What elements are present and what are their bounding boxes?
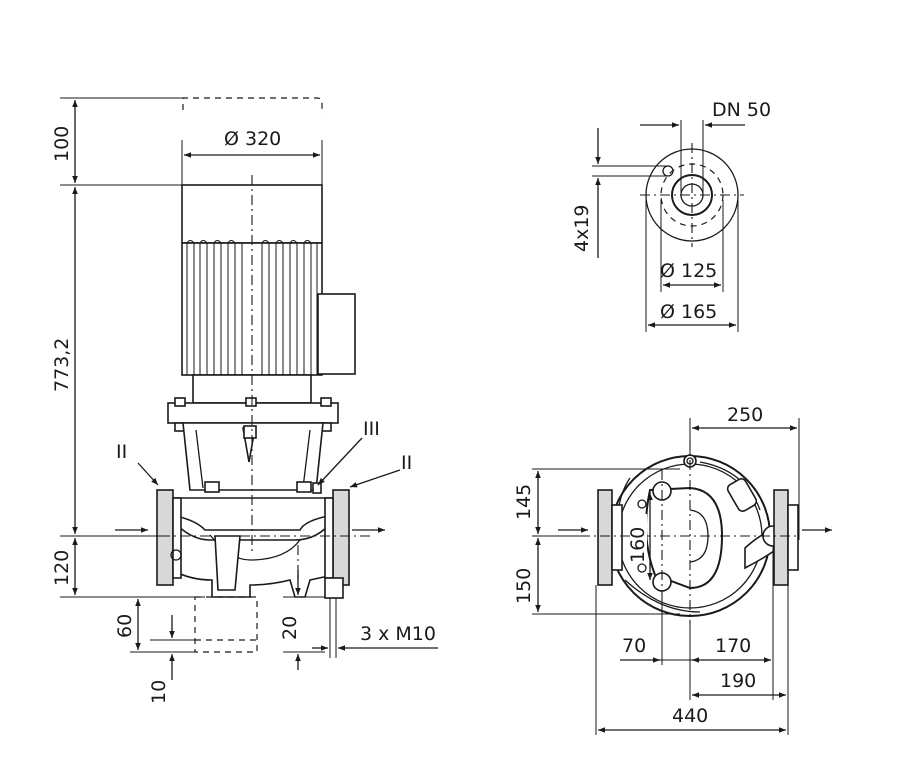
dim-center-offset: 250 — [727, 404, 763, 426]
motor-fins — [186, 240, 318, 375]
dim-left: 70 — [622, 635, 646, 657]
outlet-flange — [332, 489, 350, 586]
dim-flange-diameter: Ø 165 — [660, 301, 717, 323]
plan-outlet-flange — [773, 489, 789, 586]
dim-motor-diameter: Ø 320 — [224, 128, 281, 150]
label-nominal: DN 50 — [712, 99, 771, 121]
dim-foot-height: 60 — [114, 614, 136, 638]
front-view: II III II Ø 320 100 773,2 120 60 10 20 — [51, 97, 438, 704]
dim-center-to-base: 120 — [51, 550, 73, 586]
dim-overall-height: 773,2 — [51, 338, 73, 392]
dim-bolt-circle: Ø 125 — [660, 260, 717, 282]
dim-lower: 150 — [513, 568, 535, 604]
motor-cap — [181, 184, 323, 244]
bolt-circle — [660, 163, 724, 227]
dim-right-b: 190 — [720, 670, 756, 692]
dim-right-a: 170 — [715, 635, 751, 657]
dim-overall-length: 440 — [672, 705, 708, 727]
plan-view: 250 145 150 160 70 170 190 440 — [513, 404, 832, 735]
dim-foot-offset: 10 — [148, 680, 170, 704]
inlet-flange — [156, 489, 174, 586]
flange-view: DN 50 4x19 Ø 125 Ø 165 — [571, 99, 771, 332]
flange-bore — [671, 174, 713, 216]
plan-inlet-flange — [597, 489, 613, 586]
dim-anchor-height: 20 — [279, 616, 301, 640]
dim-removal-height: 100 — [51, 126, 73, 162]
label-anchor-bolts: 3 x M10 — [360, 623, 436, 645]
label-vent: III — [363, 418, 380, 440]
label-flange-left: II — [116, 441, 127, 463]
pump-housing-volute — [171, 517, 334, 598]
terminal-box — [317, 293, 356, 375]
volute-cavity — [645, 486, 724, 590]
label-flange-right: II — [401, 452, 412, 474]
dim-upper: 145 — [513, 484, 535, 520]
dim-foot-spacing: 160 — [627, 527, 649, 563]
label-bolt-holes: 4x19 — [571, 204, 593, 252]
